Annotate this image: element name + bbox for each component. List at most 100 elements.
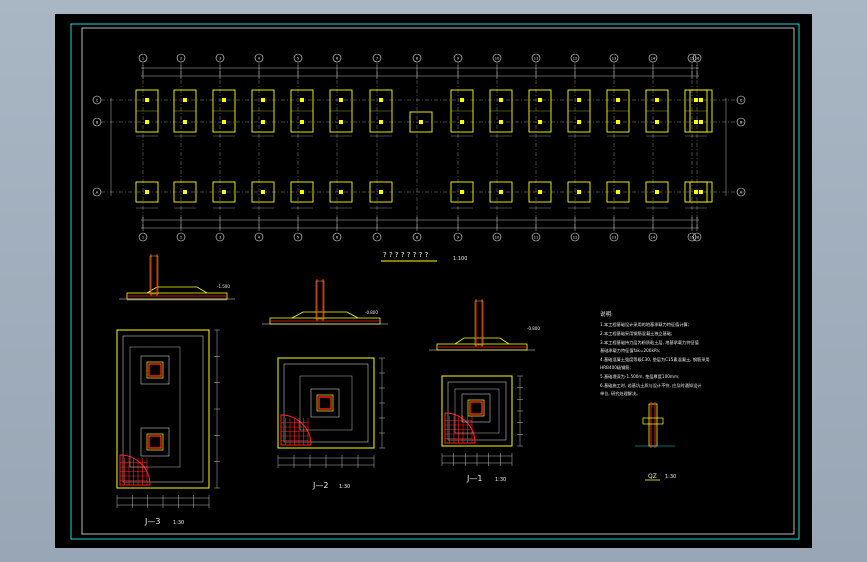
j3-plan-rebar-corner — [119, 454, 151, 486]
note-line-9: 单位, 研究处理解决。 — [600, 390, 640, 397]
column-a-11 — [577, 190, 581, 194]
column-b-6 — [339, 120, 343, 124]
column-b-3 — [222, 120, 226, 124]
j3-plan-step — [129, 346, 181, 468]
note-line-1: 1.本工程基础设计采用的地基承载力特征值计算; — [600, 321, 689, 328]
axis-label-bottom-6: 6 — [336, 236, 339, 240]
row-bubble-right-C — [736, 95, 746, 105]
column-c-8 — [460, 98, 464, 102]
column-a-2 — [183, 190, 187, 194]
row-bubble-left-C — [92, 95, 102, 105]
axis-bubble-bottom-15 — [687, 232, 697, 242]
axis-bubble-top-5 — [293, 53, 303, 63]
j1-plan-outer — [441, 375, 513, 447]
axis-label-top-2: 2 — [180, 57, 182, 61]
footing-a-12 — [606, 181, 630, 203]
row-label-left-A: A — [96, 191, 99, 195]
column-a-10 — [538, 190, 542, 194]
footing-b-extra — [409, 111, 433, 133]
level-mark-j1: -0.800 — [527, 326, 540, 331]
axis-bubble-bottom-9 — [453, 232, 463, 242]
axis-bubble-bottom-10 — [492, 232, 502, 242]
axis-bubble-top-4 — [254, 53, 264, 63]
axis-label-bottom-5: 5 — [297, 236, 299, 240]
axis-label-top-1: 1 — [142, 57, 144, 61]
qz-column — [648, 403, 658, 447]
column-b-9 — [499, 120, 503, 124]
plan-title: ? ? ? ? ? ? ? ? — [383, 251, 429, 259]
j2-plan-step — [299, 375, 353, 431]
column-c-14 — [694, 98, 698, 102]
footing-a-3 — [212, 181, 236, 203]
note-line-7: 5.基础埋深为-1.500m, 垫层厚度100mm; — [600, 373, 680, 380]
column-c-4 — [261, 98, 265, 102]
footing-a-8 — [450, 181, 474, 203]
j3-plan-inner — [122, 335, 204, 483]
axis-bubble-top-1 — [138, 53, 148, 63]
axis-bubble-top-15 — [687, 53, 697, 63]
row-bubble-left-A — [92, 187, 102, 197]
axis-label-bottom-9: 9 — [457, 236, 460, 240]
axis-bubble-bottom-8 — [412, 232, 422, 242]
axis-label-top-15: 15 — [690, 57, 695, 61]
j3-plan-column-1 — [146, 433, 164, 451]
column-b-2 — [183, 120, 187, 124]
j2-plan-outer — [277, 357, 375, 449]
axis-bubble-top-13 — [609, 53, 619, 63]
axis-label-bottom-15: 15 — [690, 236, 695, 240]
row-label-right-A: A — [740, 191, 743, 195]
axis-bubble-bottom-7 — [372, 232, 382, 242]
notes-heading: 说明: — [600, 310, 613, 318]
footing-a-5 — [290, 181, 314, 203]
detail-j3-label: J—3 — [144, 517, 160, 526]
column-a-end — [699, 190, 703, 194]
axis-bubble-bottom-6 — [332, 232, 342, 242]
axis-label-bottom-2: 2 — [180, 236, 182, 240]
detail-j2-label: J—2 — [312, 481, 328, 490]
axis-bubble-top-16 — [692, 53, 702, 63]
row-label-right-C: C — [740, 99, 743, 103]
column-c-9 — [499, 98, 503, 102]
note-line-8: 6.基础施工时, 若基坑土质与设计不符, 应及时通知设计 — [600, 382, 701, 389]
row-bubble-right-A — [736, 187, 746, 197]
axis-label-top-13: 13 — [612, 57, 617, 61]
axis-label-top-11: 11 — [534, 57, 539, 61]
level-mark-j3: -1.500 — [217, 284, 230, 289]
axis-label-bottom-7: 7 — [376, 236, 378, 240]
column-a-4 — [261, 190, 265, 194]
axis-label-top-7: 7 — [376, 57, 378, 61]
row-bubble-left-B — [92, 117, 102, 127]
note-line-3: 3.本工程基础持力层为粉质粘土层, 地基承载力特征值 — [600, 339, 699, 346]
level-mark-j2: -0.800 — [365, 310, 378, 315]
j1-plan-inner — [447, 381, 507, 441]
axis-bubble-top-8 — [412, 53, 422, 63]
j2-section-col-col — [315, 280, 325, 320]
j2-plan-stirrup-0 — [318, 396, 332, 410]
column-c-5 — [300, 98, 304, 102]
j3-plan-pedestal-0 — [140, 355, 170, 385]
qz-beam — [642, 417, 664, 425]
j1-plan-step — [454, 388, 500, 434]
axis-label-top-4: 4 — [258, 57, 261, 61]
j2-plan-rebar-corner — [280, 414, 312, 446]
axis-label-top-6: 6 — [336, 57, 339, 61]
axis-bubble-bottom-13 — [609, 232, 619, 242]
j2-plan-inner — [283, 363, 369, 443]
column-a-6 — [339, 190, 343, 194]
axis-label-bottom-12: 12 — [573, 236, 578, 240]
axis-label-top-12: 12 — [573, 57, 578, 61]
axis-bubble-top-3 — [215, 53, 225, 63]
axis-bubble-top-12 — [570, 53, 580, 63]
j3-section-step — [146, 286, 208, 294]
j3-section — [119, 286, 235, 300]
footing-a-2 — [173, 181, 197, 203]
note-line-4: 基础承载力特征值fak=200kPa; — [600, 347, 660, 354]
axis-label-bottom-10: 10 — [495, 236, 500, 240]
foundation-details — [116, 254, 675, 508]
footing-a-10 — [528, 181, 552, 203]
axis-label-top-10: 10 — [495, 57, 500, 61]
column-b-end — [699, 120, 703, 124]
column-c-2 — [183, 98, 187, 102]
row-label-left-B: B — [96, 121, 99, 125]
column-a-5 — [300, 190, 304, 194]
